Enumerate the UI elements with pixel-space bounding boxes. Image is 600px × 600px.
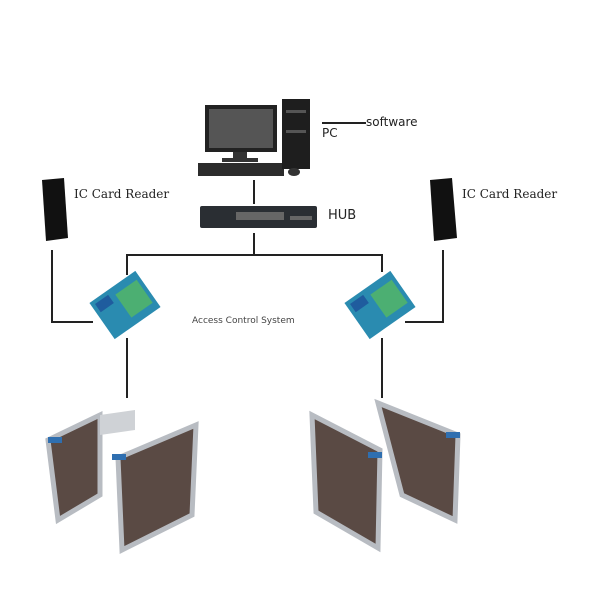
swing-gate-left-icon (45, 410, 199, 554)
swing-gate-right-icon (309, 398, 461, 553)
hub-label: HUB (328, 208, 357, 223)
controller-board-right-icon (344, 270, 416, 340)
hub-icon (200, 206, 317, 228)
software-label: software (366, 115, 418, 129)
pc-label: PC (322, 126, 338, 140)
reader-right-label: IC Card Reader (462, 187, 558, 201)
pc-tower-icon (282, 99, 310, 176)
controller-board-left-icon (89, 270, 161, 340)
right-reader-line (405, 250, 444, 323)
hub-right-board-line (254, 254, 383, 272)
card-reader-right-icon (430, 178, 457, 241)
monitor-icon (198, 105, 284, 176)
card-reader-left-icon (42, 178, 68, 241)
hub-left-board-line (126, 233, 255, 275)
reader-left-label: IC Card Reader (74, 187, 170, 201)
connection-lines (51, 122, 444, 398)
left-reader-line (51, 250, 93, 323)
access-control-label: Access Control System (192, 316, 295, 326)
